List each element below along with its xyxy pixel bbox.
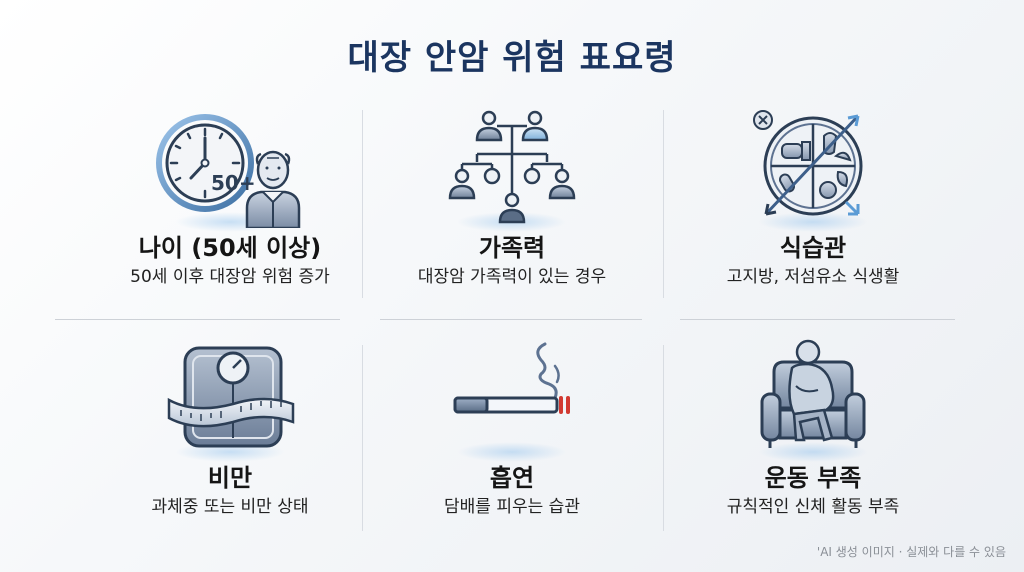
divider-vertical xyxy=(362,345,363,531)
divider-horizontal xyxy=(680,319,955,320)
clock-elderly-icon: 50+ xyxy=(155,108,305,232)
risk-factor-smoking: 흡연 담배를 피우는 습관 xyxy=(362,338,662,520)
risk-factor-description: 과체중 또는 비만 상태 xyxy=(151,497,309,517)
svg-text:50+: 50+ xyxy=(211,171,256,195)
risk-factor-family-history: 가족력 대장암 가족력이 있는 경우 xyxy=(362,108,662,290)
risk-factor-diet: 식습관 고지방, 저섬유소 식생활 xyxy=(663,108,963,290)
risk-factor-description: 담배를 피우는 습관 xyxy=(444,497,580,517)
risk-factor-title: 가족력 xyxy=(478,234,546,262)
risk-factor-description: 고지방, 저섬유소 식생활 xyxy=(726,267,900,287)
risk-factor-inactivity: 운동 부족 규칙적인 신체 활동 부족 xyxy=(663,338,963,520)
family-tree-icon xyxy=(437,108,587,232)
divider-vertical xyxy=(362,110,363,298)
risk-factor-title: 나이 (50세 이상) xyxy=(138,234,322,262)
risk-factor-age: 50+ 나이 (50세 이상) 50세 이후 대장암 위험 증가 xyxy=(80,108,380,290)
divider-horizontal xyxy=(55,319,340,320)
risk-factor-description: 규칙적인 신체 활동 부족 xyxy=(726,497,900,517)
risk-factor-description: 대장암 가족력이 있는 경우 xyxy=(417,267,607,287)
risk-factor-title: 흡연 xyxy=(489,464,535,492)
cigarette-icon xyxy=(437,338,587,462)
risk-factor-title: 비만 xyxy=(207,464,253,492)
risk-factor-description: 50세 이후 대장암 위험 증가 xyxy=(130,267,330,287)
divider-vertical xyxy=(663,345,664,531)
risk-factor-title: 식습관 xyxy=(779,234,847,262)
risk-factor-title: 운동 부족 xyxy=(764,464,862,492)
divider-vertical xyxy=(663,110,664,298)
scale-tape-icon xyxy=(155,338,305,462)
page-title: 대장 안암 위험 표요령 xyxy=(347,38,677,78)
divider-horizontal xyxy=(380,319,642,320)
person-sofa-icon xyxy=(738,338,888,462)
ai-generated-disclaimer: 'AI 생성 이미지 · 실제와 다를 수 있음 xyxy=(816,545,1006,559)
risk-factor-obesity: 비만 과체중 또는 비만 상태 xyxy=(80,338,380,520)
diet-plate-icon xyxy=(738,108,888,232)
